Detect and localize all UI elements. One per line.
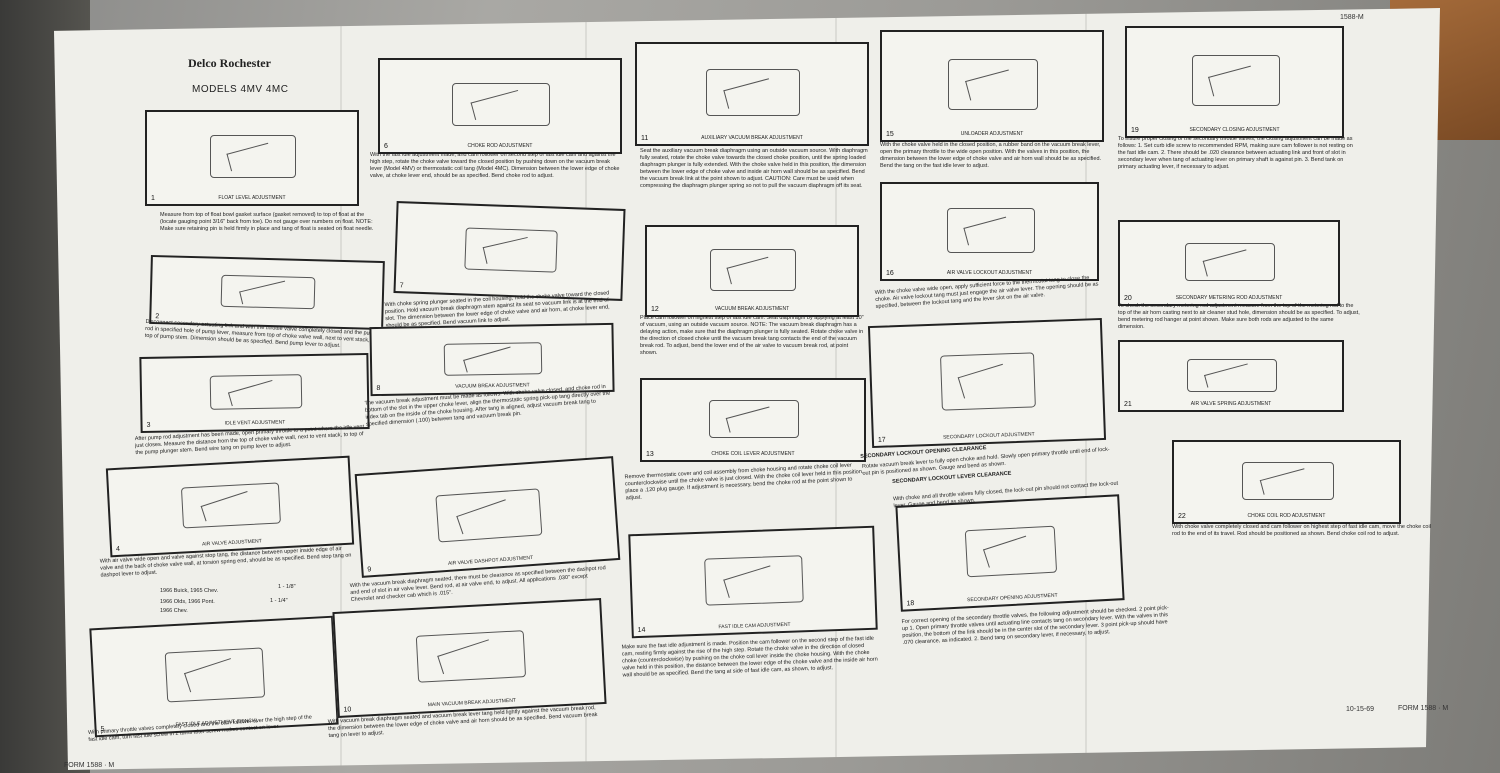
diagram [415, 629, 526, 684]
panel-15: 15 UNLOADER ADJUSTMENT [880, 30, 1104, 142]
spec-line: 1966 Chev. [160, 608, 188, 614]
diagram [1241, 462, 1334, 500]
diagram [706, 69, 800, 116]
spec-line: 1966 Buick, 1965 Chev. [160, 588, 218, 594]
diagram [209, 374, 302, 411]
panel-12: 12 VACUUM BREAK ADJUSTMENT [645, 225, 859, 317]
panel-title: AIR VALVE SPRING ADJUSTMENT [1190, 401, 1272, 407]
diagram [180, 482, 281, 528]
panel-title: CHOKE ROD ADJUSTMENT [467, 143, 533, 149]
panel-13: 13 CHOKE COIL LEVER ADJUSTMENT [640, 378, 866, 462]
panel-22: 22 CHOKE COIL ROD ADJUSTMENT [1172, 440, 1401, 524]
diagram [1186, 359, 1278, 392]
diagram [939, 351, 1036, 411]
panel-number: 20 [1124, 295, 1132, 302]
diagram [708, 400, 800, 438]
panel-title: CHOKE COIL LEVER ADJUSTMENT [711, 451, 795, 457]
diagram [443, 342, 543, 376]
panel-text: With the fast idle adjustment made, and … [370, 152, 620, 179]
spec-value: 1 - 1/8" [278, 584, 296, 590]
panel-title: AIR VALVE LOCKOUT ADJUSTMENT [946, 270, 1033, 276]
panel-number: 19 [1131, 127, 1139, 134]
footer-date: 10-15-69 [1346, 706, 1375, 713]
panel-number: 7 [399, 282, 404, 290]
form-id: 1588-M [1340, 14, 1364, 21]
panel-number: 22 [1178, 513, 1186, 520]
panel-number: 16 [886, 270, 894, 277]
panel-title: SECONDARY CLOSING ADJUSTMENT [1189, 127, 1280, 133]
panel-title: SECONDARY METERING ROD ADJUSTMENT [1175, 295, 1283, 301]
panel-7: 7 [393, 201, 626, 301]
panel-title: CHOKE COIL ROD ADJUSTMENT [1247, 513, 1326, 519]
diagram [434, 488, 542, 543]
footer-form: FORM 1588 · M [1398, 705, 1449, 712]
models-title: MODELS 4MV 4MC [192, 84, 289, 95]
panel-text: Measure from top of float bowl gasket su… [160, 212, 374, 232]
panel-11: 11 AUXILIARY VACUUM BREAK ADJUSTMENT [635, 42, 869, 146]
panel-text: With the choke valve held in the closed … [880, 142, 1102, 169]
panel-number: 15 [886, 131, 894, 138]
panel-text: Seat the auxiliary vacuum break diaphrag… [640, 148, 868, 189]
panel-2: 2 [149, 254, 385, 331]
panel-title: VACUUM BREAK ADJUSTMENT [714, 306, 790, 312]
panel-text: To check the secondary metering rod adju… [1118, 303, 1360, 330]
panel-number: 1 [151, 195, 155, 202]
panel-title: UNLOADER ADJUSTMENT [960, 131, 1024, 137]
spec-line: 1966 Olds, 1966 Pont. [160, 599, 215, 605]
diagram [452, 83, 550, 127]
panel-6: 6 CHOKE ROD ADJUSTMENT [378, 58, 622, 154]
diagram [463, 227, 558, 273]
panel-19: 19 SECONDARY CLOSING ADJUSTMENT [1125, 26, 1344, 138]
diagram [1191, 55, 1280, 106]
panel-text: Place cam follower on highest step of fa… [640, 315, 864, 356]
panel-title: FAST IDLE CAM ADJUSTMENT [718, 621, 791, 631]
diagram [220, 275, 316, 309]
diagram [1185, 242, 1275, 282]
panel-number: 11 [641, 135, 649, 142]
panel-number: 6 [384, 143, 388, 150]
panel-title: FLOAT LEVEL ADJUSTMENT [218, 195, 286, 201]
panel-number: 13 [646, 451, 654, 458]
panel-1: 1 FLOAT LEVEL ADJUSTMENT [145, 110, 359, 206]
diagram [210, 135, 296, 179]
spec-value: 1 - 1/4" [270, 598, 288, 604]
diagram [710, 249, 796, 291]
diagram [948, 59, 1038, 110]
diagram [964, 525, 1058, 578]
panel-title: AUXILIARY VACUUM BREAK ADJUSTMENT [701, 135, 803, 141]
brand-logo: Delco Rochester [188, 56, 271, 70]
panel-number: 12 [651, 306, 659, 313]
panel-number: 21 [1124, 401, 1132, 408]
panel-16: 16 AIR VALVE LOCKOUT ADJUSTMENT [880, 182, 1099, 281]
diagram [164, 647, 266, 702]
panel-21: 21 AIR VALVE SPRING ADJUSTMENT [1118, 340, 1344, 412]
panel-text: With choke valve completely closed and c… [1172, 524, 1431, 537]
panel-20: 20 SECONDARY METERING ROD ADJUSTMENT [1118, 220, 1340, 306]
diagram [946, 207, 1035, 253]
diagram [703, 555, 805, 606]
panel-text: To insure proper closing of the secondar… [1118, 136, 1353, 170]
footer-form-left: FORM 1588 · M [64, 762, 115, 769]
